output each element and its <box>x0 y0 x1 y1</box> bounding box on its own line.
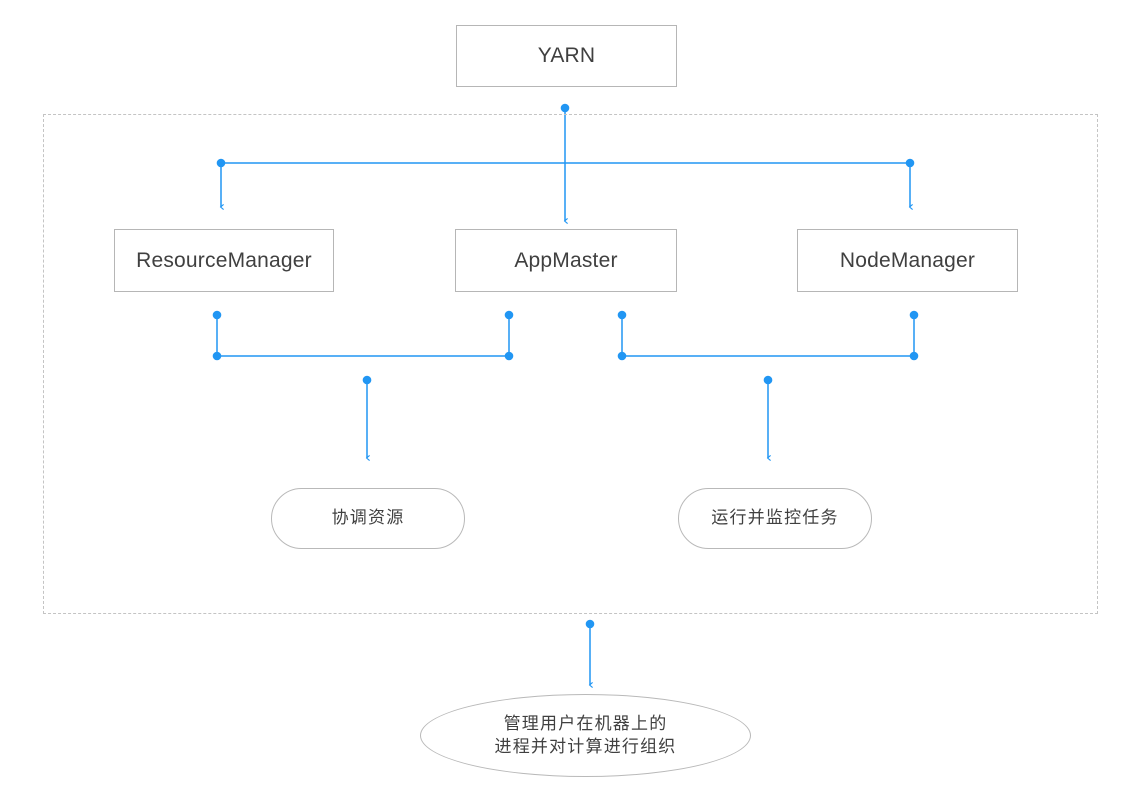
node-node-manager[interactable]: NodeManager <box>797 229 1018 292</box>
node-resource-manager[interactable]: ResourceManager <box>114 229 334 292</box>
node-app-master[interactable]: AppMaster <box>455 229 677 292</box>
node-yarn-label: YARN <box>537 44 596 68</box>
node-coordinate-resources[interactable]: 协调资源 <box>271 488 465 549</box>
node-coordinate-resources-label: 协调资源 <box>331 508 405 528</box>
node-yarn[interactable]: YARN <box>456 25 677 87</box>
node-manage-processes-label-line-1: 管理用户在机器上的 <box>503 714 668 734</box>
yarn-components-group <box>43 114 1098 614</box>
node-run-and-monitor-tasks[interactable]: 运行并监控任务 <box>678 488 872 549</box>
node-manage-processes[interactable]: 管理用户在机器上的 进程并对计算进行组织 <box>420 694 751 777</box>
node-app-master-label: AppMaster <box>514 248 618 272</box>
node-manage-processes-label-line-2: 进程并对计算进行组织 <box>494 736 677 756</box>
node-run-and-monitor-tasks-label: 运行并监控任务 <box>711 508 839 528</box>
node-node-manager-label: NodeManager <box>839 248 976 272</box>
node-resource-manager-label: ResourceManager <box>136 248 312 272</box>
